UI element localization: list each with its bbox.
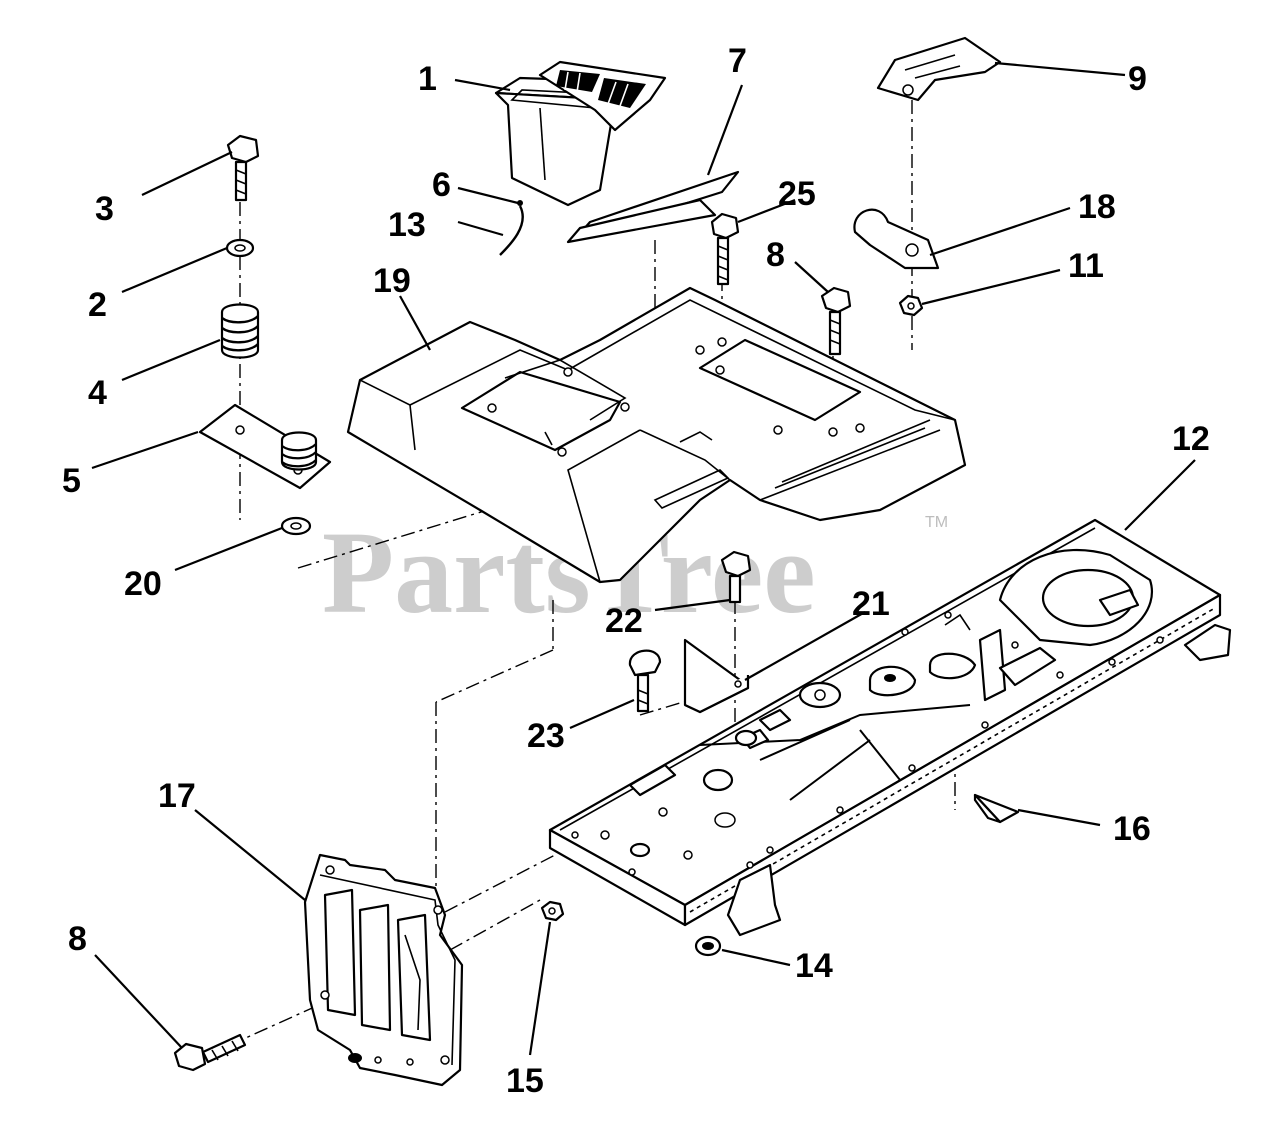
- part-17-panel: [303, 853, 464, 1087]
- leader-lines: [91, 61, 1196, 1056]
- part-3-bolt: [226, 134, 260, 202]
- part-25-bolt: [710, 212, 740, 286]
- callout-25: 25: [778, 175, 816, 213]
- part-12-frame: [548, 518, 1232, 937]
- callout-4: 4: [88, 374, 107, 412]
- part-19-fender: [346, 286, 967, 584]
- part-5-plate: [198, 403, 332, 490]
- part-16-decal: [973, 793, 1020, 824]
- part-11-nut: [898, 294, 924, 317]
- callout-8-top: 8: [766, 236, 785, 274]
- callout-6: 6: [432, 166, 451, 204]
- part-8-bolt-top: [820, 286, 852, 356]
- part-18-bracket: [853, 208, 940, 270]
- callout-12: 12: [1172, 420, 1210, 458]
- part-4-spring: [220, 303, 260, 359]
- part-21-bracket: [683, 638, 750, 714]
- callout-1: 1: [418, 60, 437, 98]
- callout-20: 20: [124, 565, 162, 603]
- part-9-plate: [876, 36, 1002, 102]
- callout-19: 19: [373, 262, 411, 300]
- callout-9: 9: [1128, 60, 1147, 98]
- callout-22: 22: [605, 602, 643, 640]
- watermark-tm: TM: [925, 514, 948, 531]
- callout-14: 14: [795, 947, 833, 985]
- part-23-carriage-bolt: [628, 649, 662, 713]
- callout-7: 7: [728, 42, 747, 80]
- part-15-nut: [540, 900, 565, 922]
- callout-23: 23: [527, 717, 565, 755]
- part-22-bolt: [720, 550, 752, 604]
- callout-13: 13: [388, 206, 426, 244]
- part-1-tray: [494, 60, 667, 207]
- part-14-nut: [694, 935, 722, 957]
- callout-18: 18: [1078, 188, 1116, 226]
- callout-21: 21: [852, 585, 890, 623]
- callout-11: 11: [1068, 247, 1104, 285]
- callout-3: 3: [95, 190, 114, 228]
- part-8-bolt-bottom: [173, 1033, 247, 1072]
- callout-labels: 1 7 9 3 6 13 25 18 2 8 11 19 4 12 5 20 2…: [62, 42, 1210, 1100]
- callout-17: 17: [158, 777, 196, 815]
- callout-16: 16: [1113, 810, 1151, 848]
- callout-5: 5: [62, 462, 81, 500]
- callout-8-bottom: 8: [68, 920, 87, 958]
- part-7-decal: [566, 170, 740, 244]
- part-20-washer: [280, 516, 312, 536]
- part-6-13-pin: [499, 200, 524, 256]
- part-2-washer: [225, 238, 255, 258]
- callout-2: 2: [88, 286, 107, 324]
- callout-15: 15: [506, 1062, 544, 1100]
